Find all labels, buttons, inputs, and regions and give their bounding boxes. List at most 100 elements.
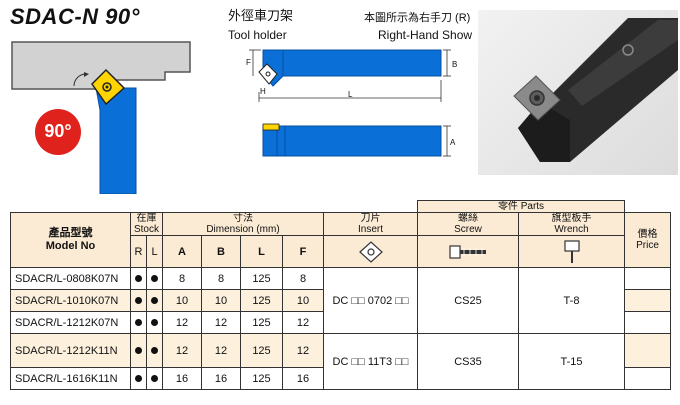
row-dim-l: 125 xyxy=(240,267,283,290)
stock-r-cell xyxy=(130,311,147,334)
side-view-drawing xyxy=(262,123,451,157)
col-header-len: L xyxy=(240,235,283,268)
screw-cell: CS25 xyxy=(417,267,519,334)
wrench-header-en: Wrench xyxy=(554,224,589,235)
in-stock-dot-icon xyxy=(151,296,158,304)
parts-header: 零件 Parts xyxy=(417,200,625,213)
col-header-r: R xyxy=(130,235,147,268)
in-stock-dot-icon xyxy=(151,318,158,326)
in-stock-dot-icon xyxy=(135,374,142,382)
right-hand-caption-en: Right-Hand Show xyxy=(378,28,473,42)
tool-holder-caption-zh: 外徑車刀架 xyxy=(228,8,294,23)
col-header-f: F xyxy=(282,235,324,268)
col-header-l: L xyxy=(146,235,163,268)
wrench-cell: T-8 xyxy=(518,267,625,334)
stock-r-cell xyxy=(130,289,147,312)
in-stock-dot-icon xyxy=(135,346,142,354)
in-stock-dot-icon xyxy=(135,318,142,326)
row-model: SDACR/L-1616K11N xyxy=(10,367,131,390)
dim-b-label: B xyxy=(452,60,458,69)
row-dim-a: 12 xyxy=(162,311,202,334)
row-model: SDACR/L-0808K07N xyxy=(10,267,131,290)
price-header-en: Price xyxy=(636,240,659,251)
dimension-header: 寸法 Dimension (mm) xyxy=(162,212,324,236)
screw-icon xyxy=(449,244,486,259)
wrench-cell: T-15 xyxy=(518,333,625,390)
stock-l-cell xyxy=(146,289,163,312)
stock-header: 在庫 Stock xyxy=(130,212,163,236)
price-cell xyxy=(624,333,671,368)
price-cell xyxy=(624,311,671,334)
row-dim-a: 8 xyxy=(162,267,202,290)
row-dim-l: 125 xyxy=(240,289,283,312)
row-dim-f: 10 xyxy=(282,289,324,312)
row-dim-a: 12 xyxy=(162,333,202,368)
row-dim-b: 12 xyxy=(201,311,241,334)
page-title: SDAC-N 90° xyxy=(10,4,140,29)
wrench-header: 旗型板手 Wrench xyxy=(518,212,625,236)
row-dim-l: 125 xyxy=(240,333,283,368)
screw-icon-cell xyxy=(417,235,519,268)
machining-illustration xyxy=(11,41,191,194)
dim-h-label: H xyxy=(260,87,266,96)
in-stock-dot-icon xyxy=(151,374,158,382)
stock-header-zh: 在庫 xyxy=(136,213,157,225)
dim-l-label: L xyxy=(348,90,353,99)
stock-r-cell xyxy=(130,367,147,390)
stock-l-cell xyxy=(146,333,163,368)
insert-icon xyxy=(358,240,383,263)
screw-header-zh: 螺絲 xyxy=(458,213,478,225)
angle-badge-label: 90° xyxy=(44,121,72,141)
in-stock-dot-icon xyxy=(151,274,158,282)
row-model: SDACR/L-1212K11N xyxy=(10,333,131,368)
col-header-a: A xyxy=(162,235,202,268)
in-stock-dot-icon xyxy=(151,346,158,354)
row-dim-b: 16 xyxy=(201,367,241,390)
col-header-b: B xyxy=(201,235,241,268)
stock-r-cell xyxy=(130,267,147,290)
row-dim-l: 125 xyxy=(240,311,283,334)
model-header: 產品型號 Model No xyxy=(10,212,131,268)
stock-l-cell xyxy=(146,267,163,290)
insert-cell: DC □□ 0702 □□ xyxy=(323,267,418,334)
angle-badge xyxy=(35,109,81,155)
row-dim-f: 12 xyxy=(282,311,324,334)
model-header-en: Model No xyxy=(45,240,96,252)
wrench-header-zh: 旗型板手 xyxy=(551,213,592,225)
screw-header: 螺絲 Screw xyxy=(417,212,519,236)
row-dim-b: 12 xyxy=(201,333,241,368)
wrench-icon xyxy=(563,239,580,263)
row-dim-l: 125 xyxy=(240,367,283,390)
insert-cell: DC □□ 11T3 □□ xyxy=(323,333,418,390)
price-cell xyxy=(624,289,671,312)
product-photo xyxy=(478,10,678,175)
insert-header: 刀片 Insert xyxy=(323,212,418,236)
top-view-drawing xyxy=(249,49,451,102)
row-dim-b: 8 xyxy=(201,267,241,290)
dimension-header-en: Dimension (mm) xyxy=(206,224,280,235)
price-header: 價格 Price xyxy=(624,212,671,268)
wrench-icon-cell xyxy=(518,235,625,268)
price-cell xyxy=(624,267,671,290)
insert-icon-cell xyxy=(323,235,418,268)
price-cell xyxy=(624,367,671,390)
row-dim-f: 8 xyxy=(282,267,324,290)
dim-a-label: A xyxy=(450,138,456,147)
stock-l-cell xyxy=(146,367,163,390)
tool-holder-photo-image xyxy=(513,18,678,162)
row-dim-a: 10 xyxy=(162,289,202,312)
dimension-header-zh: 寸法 xyxy=(233,213,253,225)
stock-header-en: Stock xyxy=(133,224,159,235)
row-model: SDACR/L-1212K07N xyxy=(10,311,131,334)
row-dim-f: 16 xyxy=(282,367,324,390)
row-dim-f: 12 xyxy=(282,333,324,368)
row-dim-a: 16 xyxy=(162,367,202,390)
dim-f-label: F xyxy=(246,58,251,67)
spec-table: 零件 Parts 產品型號 Model No 在庫 Stock 寸法 Dimen… xyxy=(10,200,671,390)
price-header-zh: 價格 xyxy=(637,229,658,240)
right-hand-caption-zh: 本圖所示為右手刀 (R) xyxy=(364,12,471,24)
row-dim-b: 10 xyxy=(201,289,241,312)
tool-holder-caption-en: Tool holder xyxy=(228,28,287,42)
in-stock-dot-icon xyxy=(135,296,142,304)
stock-r-cell xyxy=(130,333,147,368)
